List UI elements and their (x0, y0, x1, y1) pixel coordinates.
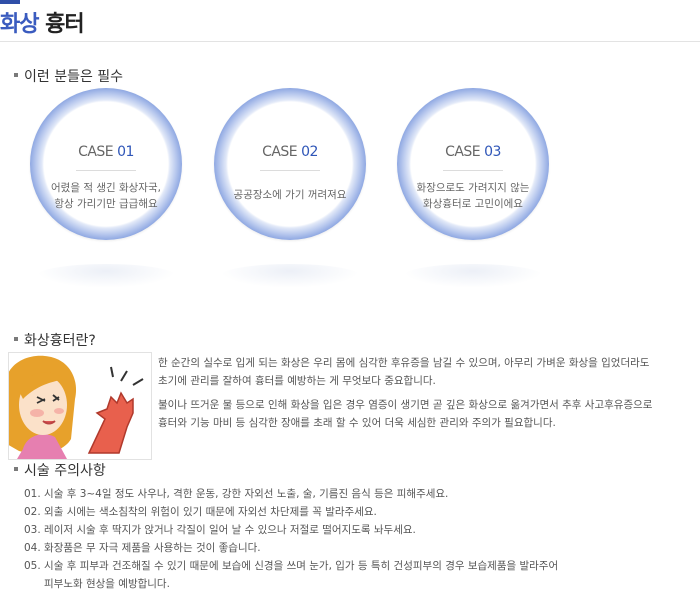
case-reflection (220, 264, 360, 288)
case-ring (214, 88, 366, 240)
caution-heading: 시술 주의사항 (14, 460, 106, 480)
case-card-03: CASE 03 화장으로도 가려지지 않는 화상흉터로 고민이에요 (397, 88, 549, 288)
burned-hand-illustration (8, 352, 152, 460)
caution-item-05: 05. 시술 후 피부과 건조해질 수 있기 때문에 보습에 신경을 쓰며 눈가… (24, 560, 559, 572)
case-reflection (36, 264, 176, 288)
case-desc-line: 화상흉터로 고민이에요 (423, 198, 523, 210)
title-accent-bar (0, 0, 20, 4)
case-divider (76, 170, 136, 171)
about-heading-text: 화상흉터란? (24, 333, 96, 349)
about-paragraph-2: 불이나 뜨거운 물 등으로 인해 화상을 입은 경우 염증이 생기면 곧 깊은 … (158, 396, 694, 432)
case-number: 01 (117, 144, 134, 160)
case-reflection (403, 264, 543, 288)
case-description: 어렸을 적 생긴 화상자국, 항상 가리기만 급급해요 (30, 180, 182, 212)
caution-item-04: 04. 화장품은 무 자극 제품을 사용하는 것이 좋습니다. (24, 542, 261, 554)
cases-heading: 이런 분들은 필수 (14, 66, 123, 86)
case-card-02: CASE 02 공공장소에 가기 꺼려져요 (214, 88, 366, 288)
case-ring (397, 88, 549, 240)
caution-heading-text: 시술 주의사항 (24, 463, 106, 479)
case-number: 02 (301, 144, 318, 160)
caution-item-02: 02. 외출 시에는 색소침착의 위험이 있기 때문에 자외선 차단제를 꼭 발… (24, 506, 377, 518)
about-paragraph-1: 한 순간의 실수로 입게 되는 화상은 우리 몸에 심각한 후유증을 남길 수 … (158, 354, 694, 390)
case-desc-line: 어렸을 적 생긴 화상자국, (51, 182, 161, 194)
case-description: 화장으로도 가려지지 않는 화상흉터로 고민이에요 (397, 180, 549, 212)
case-title: CASE 03 (397, 144, 549, 160)
bullet-square-icon (14, 73, 18, 77)
case-desc-line: 항상 가리기만 급급해요 (54, 198, 158, 210)
page-title-accent: 화상 (0, 12, 39, 37)
case-title: CASE 02 (214, 144, 366, 160)
page-title-rest: 흉터 (45, 12, 84, 37)
title-divider (0, 41, 700, 42)
case-divider (260, 170, 320, 171)
page-title: 화상 흉터 (0, 6, 85, 38)
about-heading: 화상흉터란? (14, 330, 96, 350)
paragraph-line: 한 순간의 실수로 입게 되는 화상은 우리 몸에 심각한 후유증을 남길 수 … (158, 357, 650, 369)
paragraph-line: 흉터와 기능 마비 등 심각한 장애를 초래 할 수 있어 더욱 세심한 관리와… (158, 417, 556, 429)
case-label: CASE (78, 144, 114, 160)
caution-item-01: 01. 시술 후 3~4일 정도 사우나, 격한 운동, 강한 자외선 노출, … (24, 488, 449, 500)
cases-heading-text: 이런 분들은 필수 (24, 69, 124, 85)
caution-item-03: 03. 레이저 시술 후 딱지가 앉거나 각질이 일어 날 수 있으나 저절로 … (24, 524, 416, 536)
bullet-square-icon (14, 337, 18, 341)
paragraph-line: 불이나 뜨거운 물 등으로 인해 화상을 입은 경우 염증이 생기면 곧 깊은 … (158, 399, 653, 411)
case-title: CASE 01 (30, 144, 182, 160)
case-description: 공공장소에 가기 꺼려져요 (214, 187, 366, 203)
case-number: 03 (484, 144, 501, 160)
case-label: CASE (262, 144, 298, 160)
case-divider (443, 170, 503, 171)
caution-list: 01. 시술 후 3~4일 정도 사우나, 격한 운동, 강한 자외선 노출, … (24, 485, 558, 593)
woman-in-pain-icon (9, 355, 144, 459)
case-card-01: CASE 01 어렸을 적 생긴 화상자국, 항상 가리기만 급급해요 (30, 88, 182, 288)
caution-item-05-continued: 피부노화 현상을 예방합니다. (44, 578, 170, 590)
case-desc-line: 화장으로도 가려지지 않는 (416, 182, 530, 194)
case-desc-line: 공공장소에 가기 꺼려져요 (233, 189, 347, 201)
case-ring (30, 88, 182, 240)
bullet-square-icon (14, 467, 18, 471)
paragraph-line: 초기에 관리를 잘하여 흉터를 예방하는 게 무엇보다 중요합니다. (158, 375, 436, 387)
case-label: CASE (445, 144, 481, 160)
